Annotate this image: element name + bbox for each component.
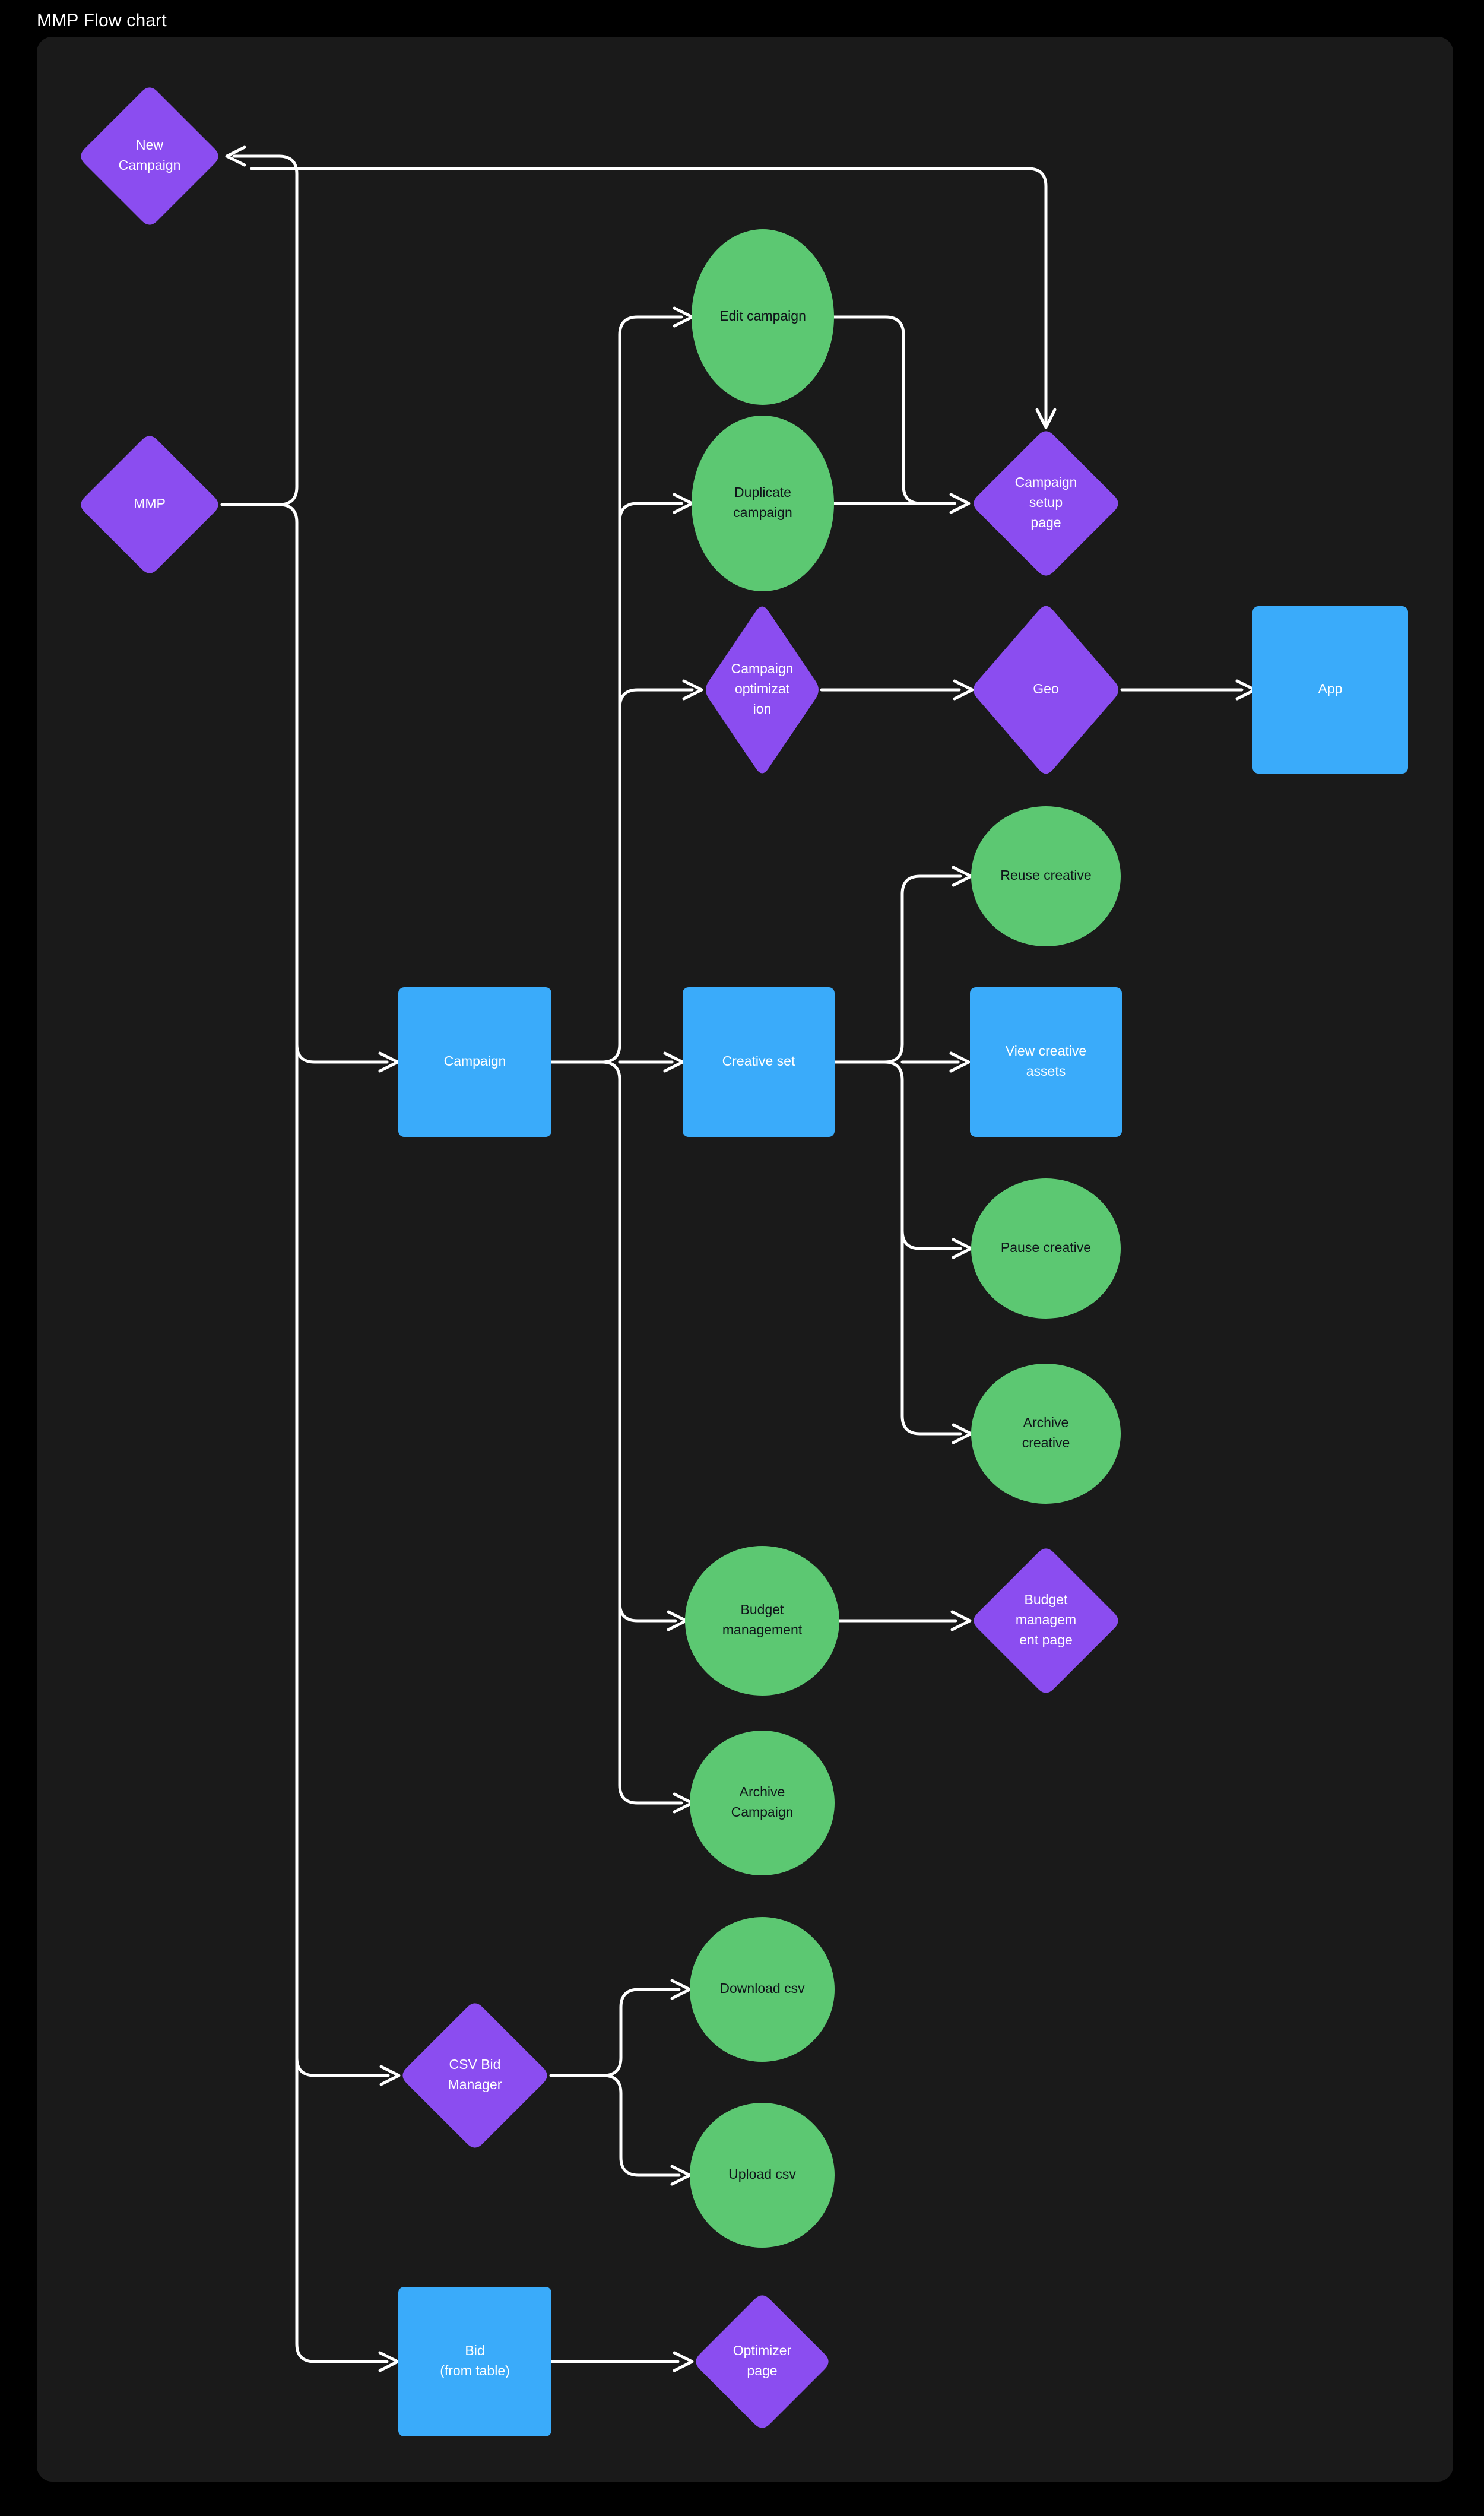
edge-mmp-to-campaign <box>295 1042 389 1064</box>
arrowhead-optimizer-page <box>673 2351 694 2372</box>
arrowhead-campaign-setup-page-loop <box>1035 408 1057 429</box>
arrowhead-new-campaign <box>225 145 246 167</box>
app-shape <box>1252 606 1408 774</box>
edge-csv-bid-manager-trunk-down <box>549 2074 681 2177</box>
budget-management-shape <box>685 1546 839 1696</box>
pause-creative-shape <box>971 1178 1121 1319</box>
node-download-csv[interactable]: Download csv <box>690 1917 835 2062</box>
node-edit-campaign[interactable]: Edit campaign <box>692 229 834 405</box>
campaign-setup-page-shape <box>974 431 1118 576</box>
geo-label: Geo <box>1033 681 1058 696</box>
upload-csv-shape <box>690 2103 835 2248</box>
node-bid-from-table[interactable]: Bid(from table) <box>398 2287 551 2436</box>
node-mmp[interactable]: MMP <box>81 436 218 573</box>
node-creative-set[interactable]: Creative set <box>683 987 835 1137</box>
edge-mmp-to-new-campaign <box>220 154 299 506</box>
pause-creative-label: Pause creative <box>1001 1240 1091 1255</box>
duplicate-campaign-shape <box>692 416 834 591</box>
edge-campaign-to-campaign-optimization <box>618 688 694 709</box>
edge-mmp-trunk <box>220 503 389 2363</box>
budget-management-page-shape <box>974 1548 1118 1693</box>
edit-campaign-shape <box>692 229 834 405</box>
edge-campaign-trunk-up <box>550 315 683 1064</box>
campaign-optimization-shape <box>706 606 819 774</box>
geo-shape <box>973 606 1119 774</box>
creative-set-shape <box>683 987 835 1137</box>
campaign-shape <box>398 987 551 1137</box>
view-creative-assets-shape <box>970 987 1122 1137</box>
edge-campaign-to-duplicate-campaign <box>618 502 683 523</box>
edge-mmp-to-csv-bid-manager <box>295 2056 390 2077</box>
node-campaign[interactable]: Campaign <box>398 987 551 1137</box>
edge-creative-set-trunk-down <box>833 1060 962 1436</box>
arrowhead-budget-management-page <box>950 1610 972 1631</box>
arrowhead-geo <box>953 679 974 701</box>
archive-campaign-shape <box>690 1731 835 1875</box>
csv-bid-manager-shape <box>402 2003 547 2148</box>
edge-csv-bid-manager-trunk-up <box>549 1988 681 2077</box>
bid-from-table-label: Bid(from table) <box>440 2343 510 2378</box>
arrowhead-view-creative-assets <box>949 1051 971 1073</box>
edge-creative-set-to-pause-creative <box>900 1229 962 1250</box>
edit-campaign-label: Edit campaign <box>719 308 806 324</box>
reuse-creative-label: Reuse creative <box>1000 867 1091 883</box>
archive-creative-shape <box>971 1364 1121 1504</box>
reuse-creative-shape <box>971 806 1121 946</box>
edge-campaign-to-budget-management <box>618 1601 677 1623</box>
arrowhead-csv-bid-manager <box>379 2065 401 2086</box>
optimizer-page-shape <box>696 2295 829 2428</box>
node-pause-creative[interactable]: Pause creative <box>971 1178 1121 1319</box>
node-reuse-creative[interactable]: Reuse creative <box>971 806 1121 946</box>
edge-layer <box>220 145 1257 2372</box>
new-campaign-shape <box>81 87 218 225</box>
mmp-shape <box>81 436 218 573</box>
arrowhead-bid-from-table <box>378 2351 399 2372</box>
edge-campaign-setup-page-to-new-campaign <box>250 167 1048 429</box>
arrowhead-campaign-setup-page <box>949 493 971 514</box>
edge-edit-campaign-to-campaign-setup-page <box>832 315 956 505</box>
page-title: MMP Flow chart <box>37 11 167 30</box>
edge-campaign-trunk-down <box>550 1060 683 1805</box>
edge-creative-set-trunk-up <box>833 874 962 1064</box>
node-geo[interactable]: Geo <box>973 606 1119 774</box>
node-app[interactable]: App <box>1252 606 1408 774</box>
upload-csv-label: Upload csv <box>728 2166 796 2182</box>
arrowhead-campaign <box>378 1051 399 1073</box>
creative-set-label: Creative set <box>722 1053 795 1069</box>
campaign-label: Campaign <box>444 1053 506 1069</box>
node-upload-csv[interactable]: Upload csv <box>690 2103 835 2248</box>
app-label: App <box>1318 681 1343 696</box>
bid-from-table-shape <box>398 2287 551 2436</box>
arrowhead-campaign-optimization <box>682 679 703 701</box>
download-csv-label: Download csv <box>719 1981 805 1996</box>
mmp-label: MMP <box>134 496 166 511</box>
download-csv-shape <box>690 1917 835 2062</box>
